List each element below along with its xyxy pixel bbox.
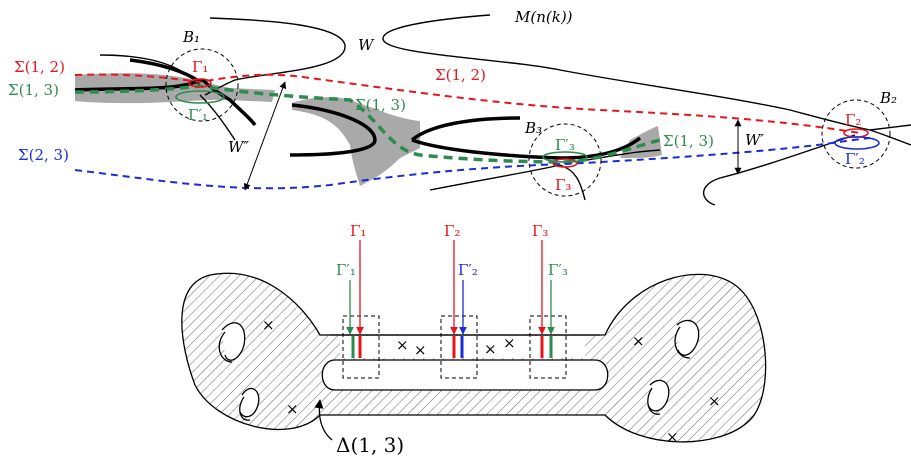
handle-right-2-arc [647, 387, 661, 415]
cross-mark: × [396, 336, 409, 354]
bottom-diagram: Γ₁ Γ′₁ Γ₂ Γ′₂ Γ₃ Γ′₃ × × × × × × × × × Δ… [181, 222, 767, 457]
label-gamma3p-bottom: Γ′₃ [548, 261, 568, 279]
top-diagram: M(n(k)) W W″ W′ B₁ B₂ B₃ Σ(1, 2) Σ(1, 3)… [8, 8, 911, 206]
label-sigma12-mid: Σ(1, 2) [435, 66, 486, 84]
box-gamma1 [342, 315, 380, 379]
box-gamma2 [440, 315, 478, 379]
gamma1-ellipse [188, 78, 212, 88]
label-gamma3-top: Γ₃ [555, 176, 571, 194]
label-B2: B₂ [879, 89, 897, 107]
handle-right-2 [647, 379, 670, 412]
ball-B3 [528, 123, 602, 197]
thick-curve-center-lower [410, 116, 642, 160]
box-gamma3 [529, 315, 567, 379]
label-B3: B₃ [524, 119, 542, 137]
cross-mark: × [503, 334, 516, 352]
label-sigma13-left: Σ(1, 3) [8, 81, 59, 99]
cross-mark: × [286, 400, 299, 418]
surface-inner-hole [321, 359, 609, 391]
curve-right-lower [702, 134, 856, 206]
label-gamma2p-top: Γ′₂ [845, 150, 865, 168]
thick-curve-b1-upper [129, 58, 202, 84]
curve-B2-right [869, 129, 911, 146]
handle-left-1 [221, 322, 246, 361]
label-sigma13-right: Σ(1, 3) [663, 132, 714, 150]
gray-region-center [292, 97, 420, 186]
handle-right-1 [676, 319, 700, 356]
thick-curve-left [74, 78, 257, 127]
label-gamma3p-top: Γ′₃ [555, 136, 575, 154]
label-gamma1-top: Γ₁ [192, 58, 208, 76]
label-B1: B₁ [182, 28, 200, 46]
cross-mark: × [666, 428, 679, 446]
label-W-double: W″ [228, 138, 249, 156]
handle-left-2-arc [239, 396, 251, 421]
cross-mark: × [262, 316, 275, 334]
gamma2p-ellipse [834, 136, 880, 150]
dashed-sigma-23 [74, 137, 871, 190]
cross-mark: × [414, 341, 427, 359]
curve-W-loop [204, 17, 346, 96]
ball-B1 [165, 48, 239, 122]
label-W-prime: W′ [745, 131, 764, 149]
gamma3p-ellipse [542, 151, 588, 163]
curve-lower-left-b1 [199, 94, 236, 141]
thick-curve-center-upper [289, 103, 377, 157]
handle-left-1-arc [218, 331, 233, 363]
label-gamma2-top: Γ₂ [845, 111, 861, 129]
label-M: M(n(k)) [514, 8, 573, 26]
label-gamma2-bottom: Γ₂ [444, 222, 460, 240]
cross-mark: × [632, 332, 645, 350]
label-delta: Δ(1, 3) [336, 433, 404, 457]
cross-mark: × [484, 340, 497, 358]
label-W: W [358, 36, 375, 54]
label-sigma12-left: Σ(1, 2) [14, 58, 65, 76]
label-gamma1-bottom: Γ₁ [350, 222, 366, 240]
W-double-arrow [243, 81, 287, 191]
cross-mark: × [708, 392, 721, 410]
handle-right-1-arc [674, 326, 691, 359]
label-gamma3-bottom: Γ₃ [532, 222, 548, 240]
handle-left-2 [239, 387, 260, 418]
label-gamma1p-top: Γ′₁ [188, 106, 208, 124]
label-sigma23-left: Σ(2, 3) [18, 146, 69, 164]
ball-B2 [821, 99, 891, 169]
arrow-delta [314, 399, 333, 441]
gamma3-ellipse [552, 158, 578, 168]
label-sigma13-mid: Σ(1, 3) [355, 96, 406, 114]
curve-M-upper [382, 14, 911, 131]
curve-B3-lower [429, 164, 586, 201]
dashed-sigma-12 [74, 73, 861, 134]
gamma1p-ellipse [175, 90, 225, 104]
label-gamma2p-bottom: Γ′₂ [458, 261, 478, 279]
label-gamma1p-bottom: Γ′₁ [336, 261, 356, 279]
